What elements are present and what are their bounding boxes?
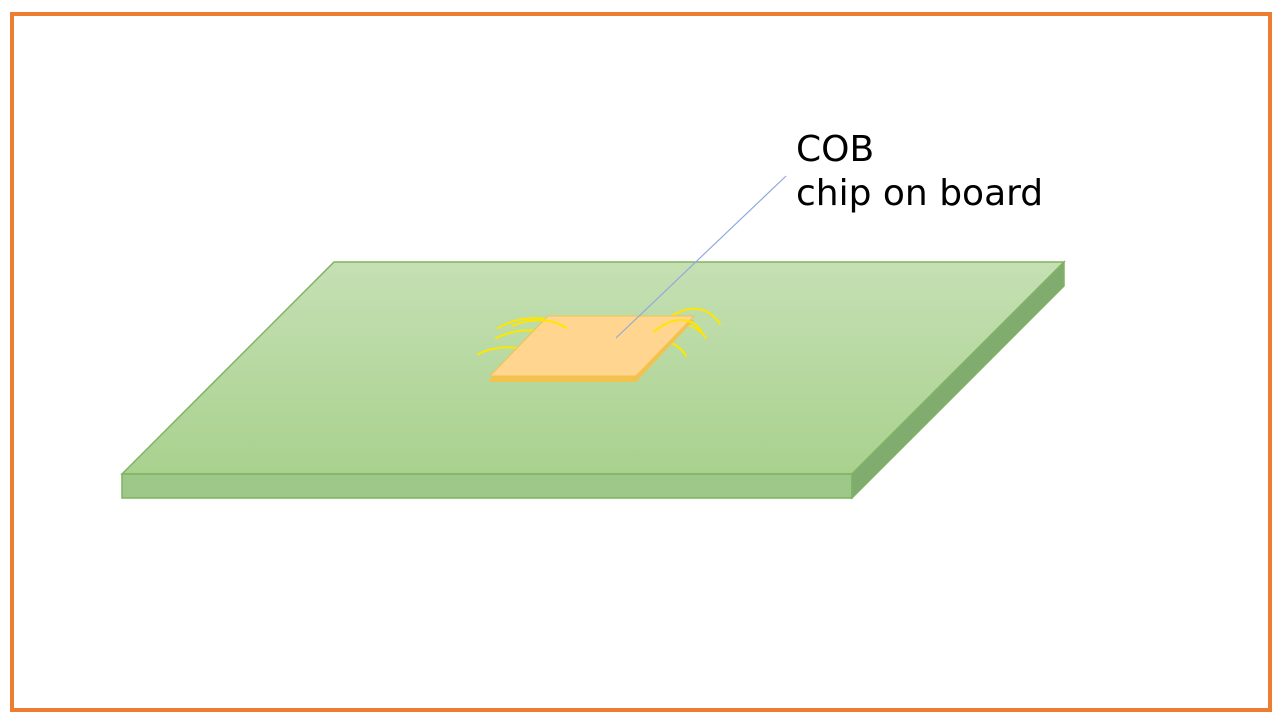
- callout-line-abbreviation: COB: [796, 129, 875, 170]
- bond-wire-front-1: [511, 319, 567, 329]
- cob-callout-label: COB chip on board: [796, 128, 1043, 216]
- callout-leader-line: [615, 175, 787, 339]
- bond-wire-front: [511, 319, 703, 333]
- chip-top: [488, 315, 696, 377]
- board-side-edge: [851, 260, 1065, 500]
- die-chip-icon: [488, 315, 696, 382]
- board-front-edge: [121, 473, 853, 499]
- callout-line-description: chip on board: [796, 173, 1044, 214]
- bond-wire-front-2: [653, 319, 703, 333]
